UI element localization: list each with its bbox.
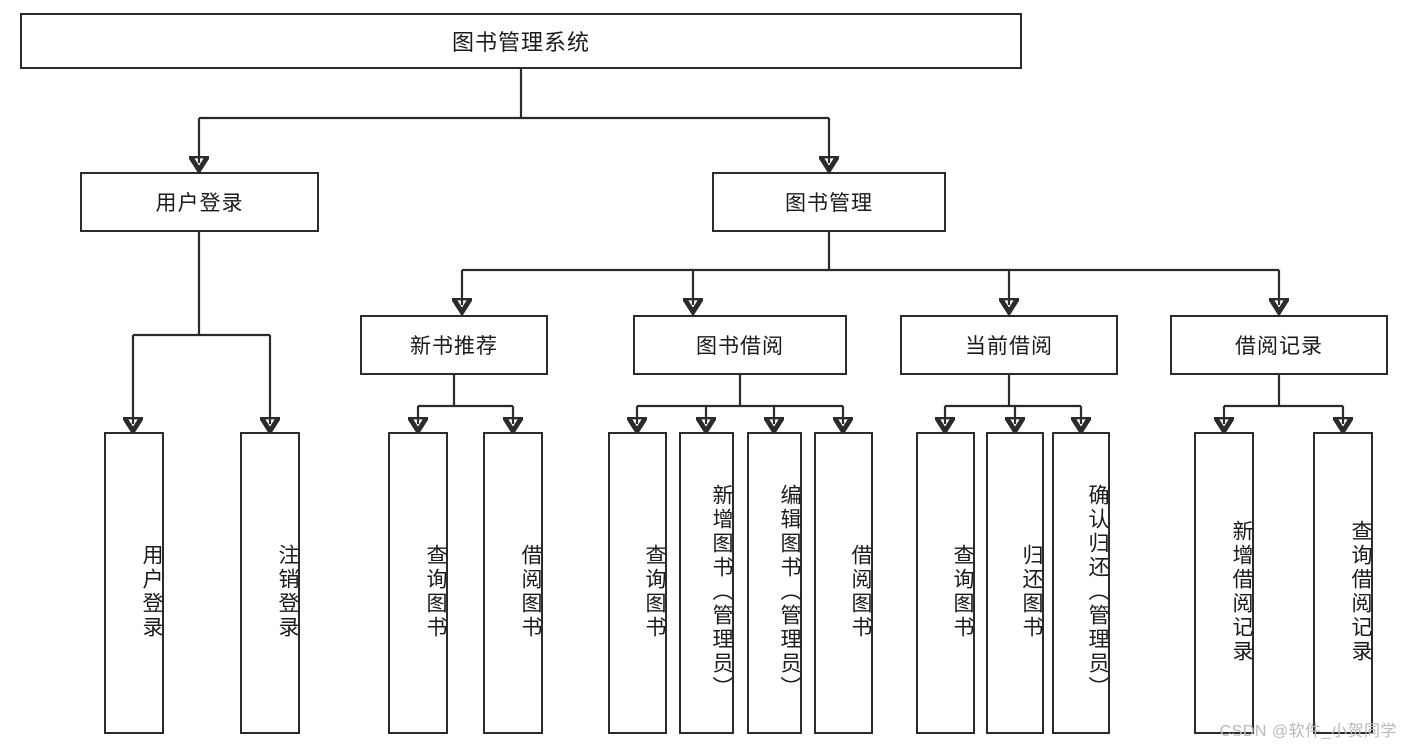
node-label: 借阅图书 xyxy=(849,544,872,640)
node-label: 查询图书 xyxy=(643,544,666,640)
node-label: 新增借阅记录 xyxy=(1230,520,1253,664)
node-label: 新增图书（管理员） xyxy=(710,484,733,700)
node-label: 用户登录 xyxy=(155,192,244,215)
node-book-borrow[interactable]: 图书借阅 xyxy=(633,315,847,375)
leaf-add-book-admin[interactable]: 新增图书（管理员） xyxy=(679,432,734,734)
node-label: 查询借阅记录 xyxy=(1349,520,1372,664)
node-label: 编辑图书（管理员） xyxy=(778,484,801,700)
node-label: 借阅记录 xyxy=(1235,335,1323,358)
node-label: 新书推荐 xyxy=(410,335,498,358)
node-label: 借阅图书 xyxy=(519,544,542,640)
leaf-add-borrow-record[interactable]: 新增借阅记录 xyxy=(1194,432,1254,734)
leaf-edit-book-admin[interactable]: 编辑图书（管理员） xyxy=(747,432,802,734)
node-label: 当前借阅 xyxy=(965,335,1053,358)
node-label: 查询图书 xyxy=(424,544,447,640)
leaf-query-book-borrow[interactable]: 查询图书 xyxy=(608,432,667,734)
node-label: 注销登录 xyxy=(276,544,299,640)
watermark: CSDN @软件_小贺同学 xyxy=(1219,723,1397,740)
node-book-management[interactable]: 图书管理 xyxy=(712,172,946,232)
node-label: 图书管理 xyxy=(785,192,873,215)
node-current-borrow[interactable]: 当前借阅 xyxy=(900,315,1118,375)
leaf-borrow-book-recommend[interactable]: 借阅图书 xyxy=(483,432,543,734)
leaf-query-borrow-record[interactable]: 查询借阅记录 xyxy=(1313,432,1373,734)
node-label: 图书管理系统 xyxy=(451,30,590,55)
node-label: 查询图书 xyxy=(951,544,974,640)
node-borrow-record[interactable]: 借阅记录 xyxy=(1170,315,1388,375)
leaf-query-book-current[interactable]: 查询图书 xyxy=(916,432,975,734)
node-label: 图书借阅 xyxy=(696,335,784,358)
node-label: 确认归还（管理员） xyxy=(1086,484,1109,700)
node-user-login[interactable]: 用户登录 xyxy=(80,172,319,232)
leaf-user-logout[interactable]: 注销登录 xyxy=(240,432,300,734)
node-label: 用户登录 xyxy=(140,544,163,640)
node-root-system[interactable]: 图书管理系统 xyxy=(20,13,1022,69)
leaf-query-book-recommend[interactable]: 查询图书 xyxy=(388,432,448,734)
leaf-borrow-book[interactable]: 借阅图书 xyxy=(814,432,873,734)
leaf-user-login[interactable]: 用户登录 xyxy=(104,432,164,734)
leaf-return-book[interactable]: 归还图书 xyxy=(986,432,1044,734)
node-label: 归还图书 xyxy=(1020,544,1043,640)
leaf-confirm-return-admin[interactable]: 确认归还（管理员） xyxy=(1052,432,1110,734)
node-new-book-recommend[interactable]: 新书推荐 xyxy=(360,315,548,375)
